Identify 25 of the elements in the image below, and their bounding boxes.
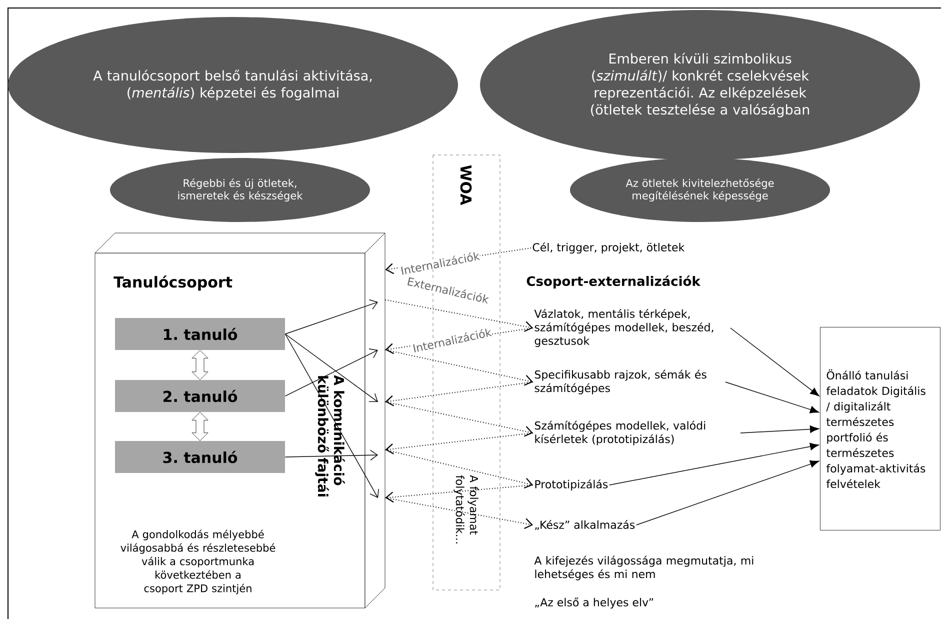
arrow — [730, 328, 820, 396]
arrow — [385, 449, 533, 489]
arrow — [385, 497, 534, 529]
vertical-text: A folyamat folytatódik… — [454, 475, 478, 544]
arrow — [725, 382, 820, 414]
arrow — [385, 484, 534, 503]
arrow — [636, 460, 820, 526]
item-text: Specifikusabb rajzok, sémák és számítógépes — [534, 370, 706, 394]
arrow — [385, 401, 534, 437]
item-text: Prototipizálás — [535, 479, 608, 491]
arrow — [385, 349, 533, 386]
arrow — [385, 432, 534, 454]
item-text: Számítógépes modellek, valódi kísérletek (prototipizálás) — [534, 420, 706, 446]
item-text: „Kész” alkalmazás — [535, 520, 635, 530]
note-text: „Az első a helyes elv” — [535, 597, 654, 609]
arrow — [740, 426, 819, 434]
arrow — [385, 299, 533, 332]
arrow — [385, 381, 534, 406]
item-text: Cél, trigger, projekt, ötletek — [532, 242, 685, 254]
arrow — [609, 442, 820, 486]
heading: Csoport-externalizációk — [526, 275, 701, 289]
item-text: Vázlatok, mentális térképek, számítógépes modellek, beszéd, gesztusok — [534, 308, 714, 348]
task-box: Önálló tanulási feladatok Digitális / digitalizált természetes portfolió és természetes folyamat-aktivitás felvételek — [820, 327, 940, 530]
note-text: A kifejezés világossága megmutatja, mi lehetséges és mi nem — [534, 556, 754, 580]
vertical-title: WOA — [460, 165, 472, 206]
